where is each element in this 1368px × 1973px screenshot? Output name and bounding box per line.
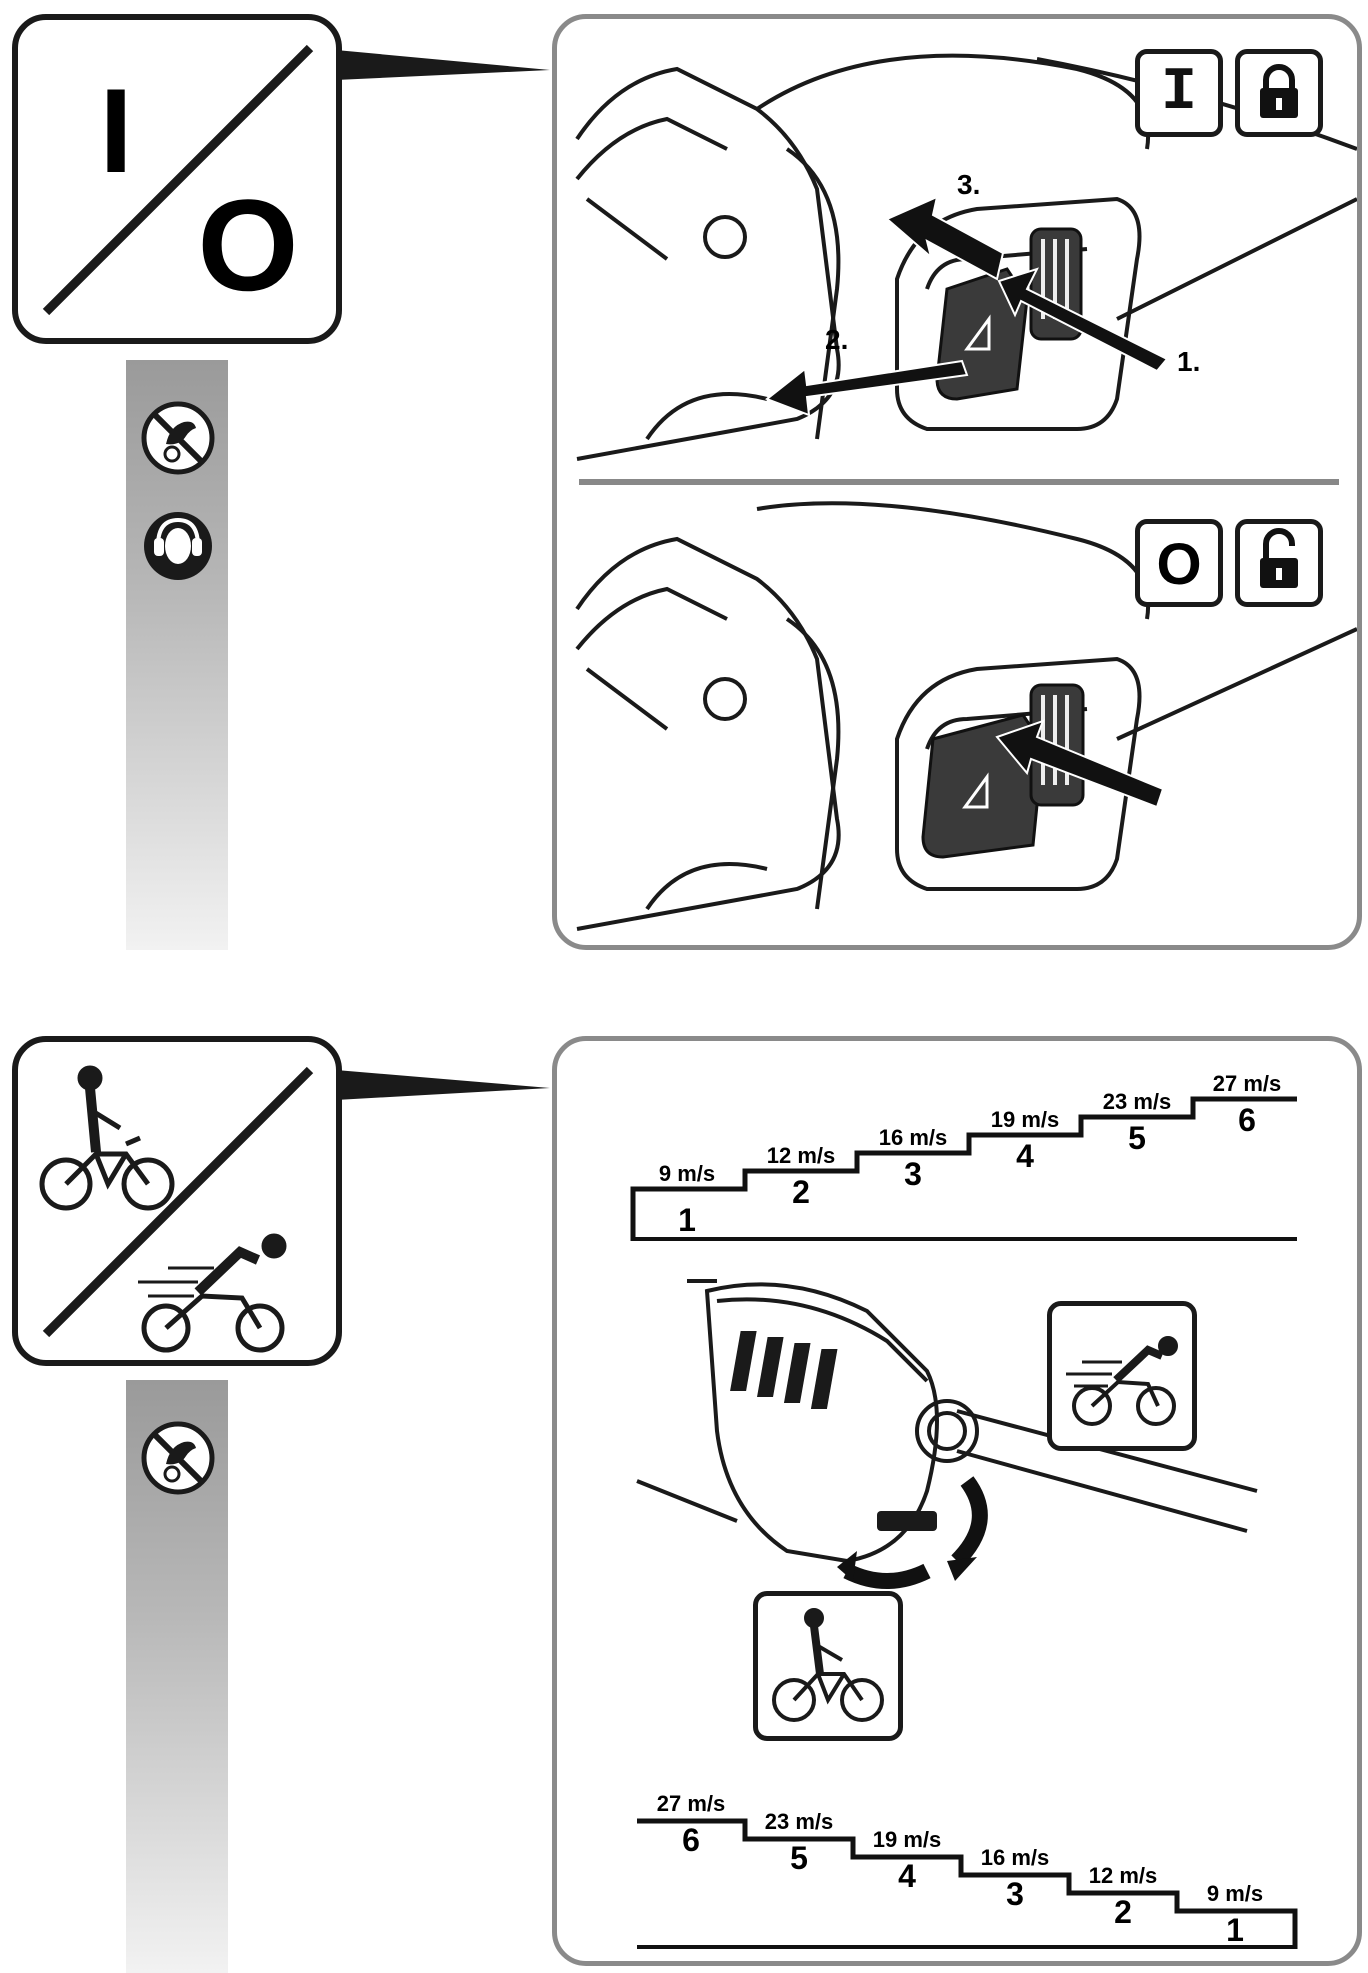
step-up-5: 23 m/s 5: [1103, 1089, 1172, 1156]
svg-text:23 m/s: 23 m/s: [1103, 1089, 1172, 1114]
svg-text:23 m/s: 23 m/s: [765, 1809, 834, 1834]
svg-text:2: 2: [792, 1174, 810, 1210]
svg-text:5: 5: [1128, 1120, 1146, 1156]
speed-panel: 9 m/s 1 12 m/s 2 16 m/s 3 19 m/s 4 23 m/…: [552, 1036, 1362, 1966]
svg-text:9 m/s: 9 m/s: [659, 1161, 715, 1186]
step-up-2: 12 m/s 2: [767, 1143, 836, 1210]
svg-text:6: 6: [682, 1822, 700, 1858]
svg-text:3: 3: [1006, 1876, 1024, 1912]
svg-text:4: 4: [898, 1858, 916, 1894]
off-symbol-label: O: [197, 172, 298, 318]
on-off-symbol-box: I O: [12, 14, 342, 344]
cyclist-slow-icon: [772, 1608, 884, 1722]
step-up-6: 27 m/s 6: [1213, 1071, 1282, 1138]
indicator-unlock-box: [1235, 519, 1323, 607]
step-down-5: 23 m/s 5: [765, 1809, 834, 1876]
svg-text:16 m/s: 16 m/s: [981, 1845, 1050, 1870]
svg-text:3: 3: [904, 1156, 922, 1192]
step-up-1: 9 m/s 1: [659, 1161, 715, 1238]
svg-text:12 m/s: 12 m/s: [1089, 1863, 1158, 1888]
svg-text:19 m/s: 19 m/s: [991, 1107, 1060, 1132]
switch-illustration-on: 1. 2. 3.: [575, 53, 1357, 461]
svg-text:9 m/s: 9 m/s: [1207, 1881, 1263, 1906]
panel-divider: [579, 479, 1339, 485]
indicator-on-label: I: [1160, 59, 1197, 127]
ear-protection-icon: [144, 512, 212, 580]
cyclist-fast-icon: [138, 1233, 287, 1353]
step-1-label: 1.: [1177, 346, 1200, 377]
callout-pointer-2: [336, 1070, 550, 1100]
on-off-symbol: I O: [42, 44, 314, 318]
svg-text:12 m/s: 12 m/s: [767, 1143, 836, 1168]
indicator-off-box: O: [1135, 519, 1223, 607]
callout-pointer-1: [336, 50, 550, 80]
step-3-label: 3.: [957, 169, 980, 200]
switch-illustration-off: [575, 501, 1357, 931]
cyclist-slow-icon: [39, 1065, 175, 1211]
speed-symbol-box: [12, 1036, 342, 1366]
svg-text:16 m/s: 16 m/s: [879, 1125, 948, 1150]
no-hand-near-blade-icon: [141, 1421, 215, 1495]
no-hand-near-blade-icon: [141, 401, 215, 475]
on-symbol-label: I: [99, 64, 132, 198]
step-down-4: 19 m/s 4: [873, 1827, 942, 1894]
step-up-3: 16 m/s 3: [879, 1125, 948, 1192]
step-2-label: 2.: [825, 324, 848, 355]
step-up-4: 19 m/s 4: [991, 1107, 1060, 1174]
slow-mode-box: [753, 1591, 903, 1741]
svg-text:5: 5: [790, 1840, 808, 1876]
speed-dial-illustration: [636, 1279, 1258, 1589]
svg-text:4: 4: [1016, 1138, 1034, 1174]
step-down-1: 9 m/s 1: [1207, 1881, 1263, 1948]
lock-open-icon: [1260, 528, 1298, 588]
fast-mode-box: [1047, 1301, 1197, 1451]
switch-panel: 1. 2. 3. I: [552, 14, 1362, 950]
svg-text:1: 1: [1226, 1912, 1244, 1948]
indicator-lock-box: [1235, 49, 1323, 137]
step-down-6: 27 m/s 6: [657, 1791, 726, 1858]
speed-symbol: [39, 1065, 314, 1353]
svg-text:19 m/s: 19 m/s: [873, 1827, 942, 1852]
speed-steps-ascending: 9 m/s 1 12 m/s 2 16 m/s 3 19 m/s 4 23 m/…: [630, 1071, 1297, 1241]
speed-steps-descending: 27 m/s 6 23 m/s 5 19 m/s 4 16 m/s 3 12 m…: [637, 1791, 1298, 1949]
svg-text:27 m/s: 27 m/s: [1213, 1071, 1282, 1096]
svg-text:27 m/s: 27 m/s: [657, 1791, 726, 1816]
indicator-off-label: O: [1156, 532, 1201, 597]
lock-closed-icon: [1260, 64, 1298, 118]
off-circle-icon: O: [1156, 532, 1201, 597]
step-down-3: 16 m/s 3: [981, 1845, 1050, 1912]
indicator-on-box: I: [1135, 49, 1223, 137]
step-down-2: 12 m/s 2: [1089, 1863, 1158, 1930]
svg-text:6: 6: [1238, 1102, 1256, 1138]
svg-text:2: 2: [1114, 1894, 1132, 1930]
cyclist-fast-icon: [1066, 1336, 1178, 1426]
svg-text:1: 1: [678, 1202, 696, 1238]
